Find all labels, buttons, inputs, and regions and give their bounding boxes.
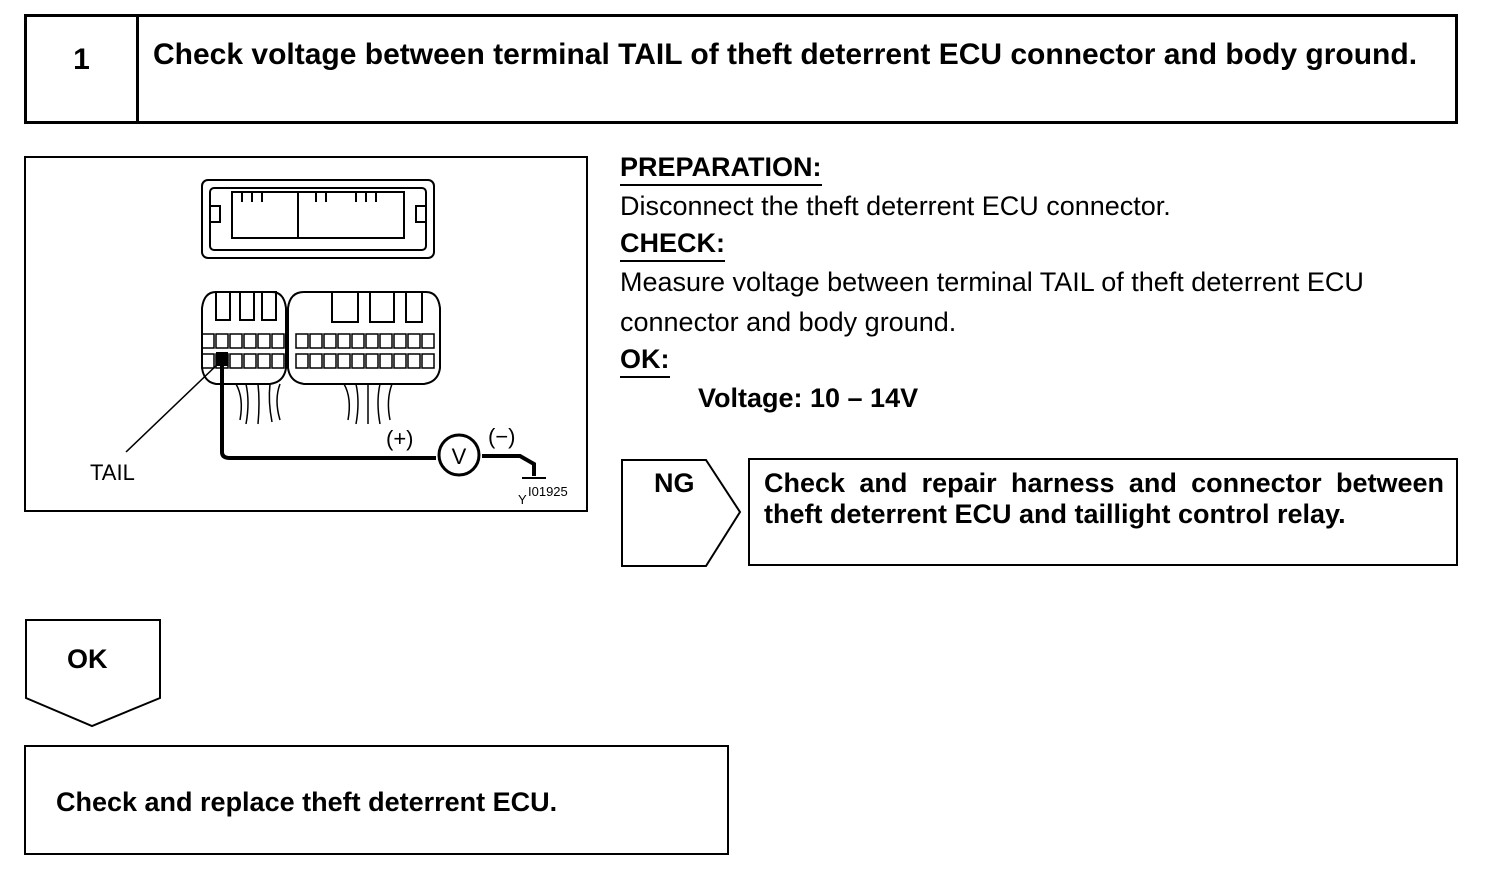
step-title: Check voltage between terminal TAIL of t… [153, 38, 1418, 71]
ng-arrow-icon [621, 459, 742, 567]
negative-label: (−) [488, 424, 516, 449]
harness-connector-left [201, 291, 287, 385]
check-text: Measure voltage between terminal TAIL of… [620, 267, 1364, 337]
figure-code-prefix: Y [518, 492, 527, 507]
meter-symbol: V [452, 444, 467, 469]
ng-action-box: Check and repair harness and connector b… [748, 458, 1458, 566]
instructions: PREPARATION: Disconnect the theft deterr… [620, 150, 1470, 418]
voltmeter-icon [437, 433, 481, 477]
check-heading: CHECK: [620, 226, 725, 262]
step-number: 1 [27, 17, 139, 121]
ok-arrow-icon [25, 619, 161, 728]
ecu-connector [201, 179, 435, 259]
ok-spec: Voltage: 10 – 14V [698, 383, 919, 413]
probe-wire [220, 358, 536, 476]
tail-leader-line [125, 361, 221, 453]
ng-label: NG [654, 468, 695, 498]
connector-diagram: V TAIL (+) (−) Y I01925 [24, 156, 588, 512]
preparation-heading: PREPARATION: [620, 150, 822, 186]
ok-heading: OK: [620, 342, 670, 378]
connector-illustration: V [125, 179, 546, 479]
ok-action-box: Check and replace theft deterrent ECU. [24, 745, 729, 855]
ok-label: OK [67, 644, 108, 674]
tail-label: TAIL [90, 460, 135, 485]
figure-code: I01925 [528, 484, 568, 499]
step-header: 1 Check voltage between terminal TAIL of… [24, 14, 1458, 124]
positive-label: (+) [386, 426, 414, 451]
harness-connector-right [287, 291, 441, 385]
preparation-text: Disconnect the theft deterrent ECU conne… [620, 191, 1171, 221]
